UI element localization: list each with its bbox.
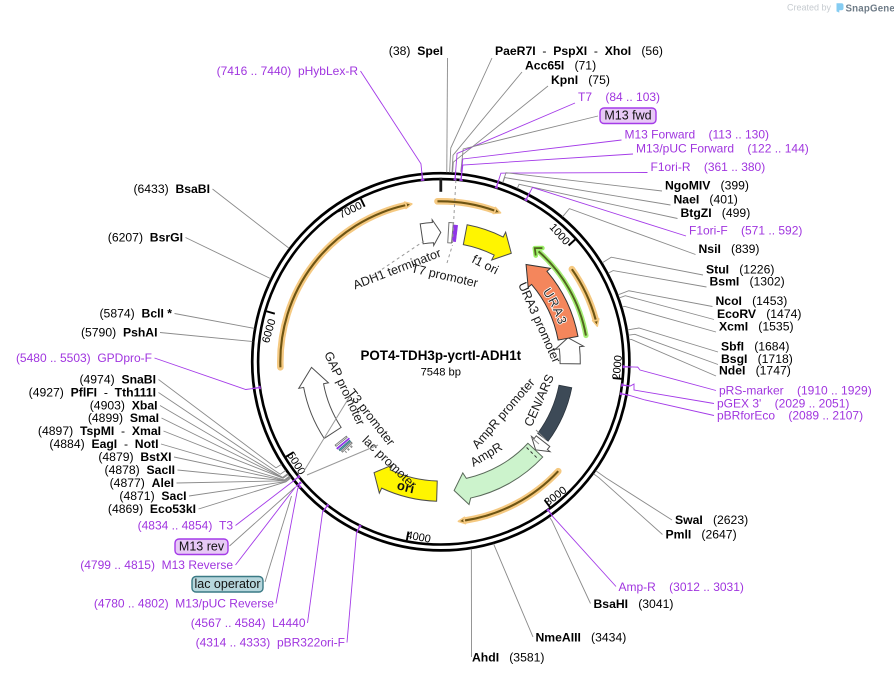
svg-text:BsaHI (3041): BsaHI (3041) [594, 597, 674, 611]
svg-text:(4869) Eco53kI: (4869) Eco53kI [108, 502, 196, 516]
svg-text:KpnI (75): KpnI (75) [551, 73, 610, 87]
svg-text:(4877) AleI: (4877) AleI [110, 476, 174, 490]
svg-text:NsiI (839): NsiI (839) [699, 242, 760, 256]
svg-text:Amp-R (3012 .. 3031): Amp-R (3012 .. 3031) [619, 580, 744, 594]
svg-text:(4899) SmaI: (4899) SmaI [88, 411, 159, 425]
svg-text:(4314 .. 4333) pBR322ori-F: (4314 .. 4333) pBR322ori-F [196, 636, 345, 650]
svg-text:(4897) TspMI - XmaI: (4897) TspMI - XmaI [38, 424, 161, 438]
svg-text:(4871) SacI: (4871) SacI [119, 489, 186, 503]
svg-text:(6433) BsaBI: (6433) BsaBI [133, 182, 210, 196]
svg-text:(5790) PshAI: (5790) PshAI [81, 326, 158, 340]
svg-text:PmlI (2647): PmlI (2647) [666, 528, 737, 542]
svg-text:T7 (84 .. 103): T7 (84 .. 103) [578, 90, 660, 104]
svg-text:NaeI (401): NaeI (401) [674, 193, 738, 207]
svg-text:pGEX 3' (2029 .. 2051): pGEX 3' (2029 .. 2051) [717, 397, 849, 411]
svg-text:NmeAIII (3434): NmeAIII (3434) [536, 631, 627, 645]
svg-text:PaeR7I - PspXI - XhoI (5: PaeR7I - PspXI - XhoI (56) [495, 44, 663, 58]
svg-text:(4834 .. 4854) T3: (4834 .. 4854) T3 [138, 519, 234, 533]
svg-text:lac operator: lac operator [194, 577, 260, 591]
svg-text:ori: ori [395, 477, 416, 496]
svg-text:(7416 .. 7440) pHybLex-R: (7416 .. 7440) pHybLex-R [217, 64, 359, 78]
svg-text:SbfI (1684): SbfI (1684) [721, 340, 789, 354]
svg-text:M13/pUC Forward (122 .. 144: M13/pUC Forward (122 .. 144) [636, 142, 809, 156]
svg-text:(6207) BsrGI: (6207) BsrGI [108, 231, 183, 245]
svg-text:(5874) BclI *: (5874) BclI * [100, 307, 173, 321]
svg-text:(4927) PflFI - Tth111I: (4927) PflFI - Tth111I [29, 386, 156, 400]
svg-text:EcoRV (1474): EcoRV (1474) [717, 307, 801, 321]
svg-text:StuI (1226): StuI (1226) [706, 263, 774, 277]
svg-text:2000: 2000 [611, 355, 625, 381]
svg-text:Acc65I (71): Acc65I (71) [525, 59, 596, 73]
svg-text:(4878) SacII: (4878) SacII [105, 463, 175, 477]
svg-text:(5480 .. 5503) GPDpro-F: (5480 .. 5503) GPDpro-F [16, 351, 152, 365]
svg-text:BsgI (1718): BsgI (1718) [721, 352, 793, 366]
svg-text:4000: 4000 [405, 529, 431, 545]
svg-text:(4903) XbaI: (4903) XbaI [90, 399, 158, 413]
svg-text:SnapGene: SnapGene [846, 4, 894, 15]
svg-text:(4879) BstXI: (4879) BstXI [98, 450, 171, 464]
svg-text:M13 rev: M13 rev [179, 540, 225, 554]
svg-text:NcoI (1453): NcoI (1453) [716, 294, 788, 308]
svg-text:(4799 .. 4815) M13 Reverse: (4799 .. 4815) M13 Reverse [80, 558, 233, 572]
svg-text:BsmI (1302): BsmI (1302) [710, 275, 785, 289]
svg-text:AhdI (3581): AhdI (3581) [472, 651, 544, 665]
svg-text:BtgZI (499): BtgZI (499) [681, 206, 751, 220]
svg-text:(38) SpeI: (38) SpeI [389, 44, 443, 58]
svg-text:(4884) EagI - NotI: (4884) EagI - NotI [49, 437, 158, 451]
svg-text:(4780 .. 4802) M13/pUC Revers: (4780 .. 4802) M13/pUC Reverse [94, 597, 274, 611]
svg-text:POT4-TDH3p-ycrtI-ADH1t: POT4-TDH3p-ycrtI-ADH1t [360, 348, 521, 363]
svg-text:7548 bp: 7548 bp [421, 367, 461, 379]
svg-text:(4974) SnaBI: (4974) SnaBI [79, 373, 156, 387]
svg-text:(4567 .. 4584) L4440: (4567 .. 4584) L4440 [191, 616, 306, 630]
svg-text:NgoMIV (399): NgoMIV (399) [665, 179, 749, 193]
svg-text:F1ori-R (361 .. 380): F1ori-R (361 .. 380) [651, 160, 766, 174]
svg-text:Created by: Created by [787, 3, 832, 13]
svg-text:M13 fwd: M13 fwd [604, 109, 651, 123]
svg-text:F1ori-F (571 .. 592): F1ori-F (571 .. 592) [689, 224, 802, 238]
svg-text:NdeI (1747): NdeI (1747) [719, 364, 791, 378]
svg-text:pBRforEco (2089 .. 2107): pBRforEco (2089 .. 2107) [717, 409, 863, 423]
svg-text:SwaI (2623): SwaI (2623) [675, 513, 748, 527]
svg-text:pRS-marker (1910 .. 1929): pRS-marker (1910 .. 1929) [719, 384, 872, 398]
svg-text:XcmI (1535): XcmI (1535) [719, 320, 794, 334]
svg-text:M13 Forward (113 .. 130): M13 Forward (113 .. 130) [625, 128, 770, 142]
